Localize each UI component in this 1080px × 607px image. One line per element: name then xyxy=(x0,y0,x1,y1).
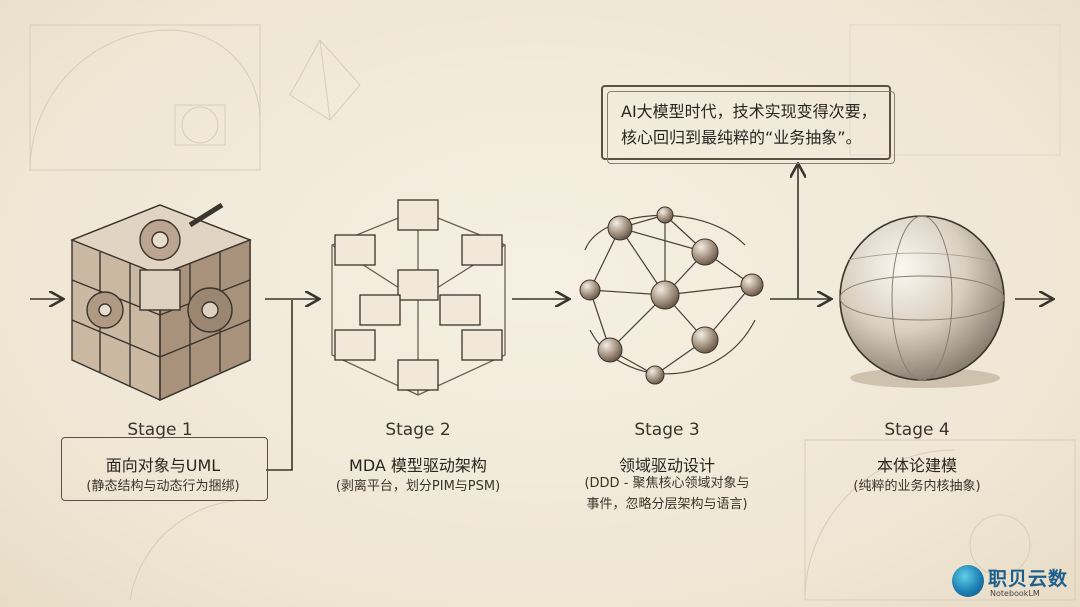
stage-3-subtitle-line-1: (DDD - 聚焦核心领域对象与 xyxy=(584,476,750,491)
callout-line-2: 核心回归到最纯粹的“业务抽象”。 xyxy=(621,128,862,147)
sphere-icon xyxy=(839,215,1005,388)
logo-text: 职贝云数 xyxy=(988,568,1069,590)
callout-line-1: AI大模型时代，技术实现变得次要， xyxy=(621,102,877,121)
stage-1-box xyxy=(61,437,268,501)
stage-2-title: MDA 模型驱动架构 xyxy=(349,456,487,475)
notebooklm-logo-icon xyxy=(952,565,984,597)
stage-3-title: 领域驱动设计 xyxy=(618,456,715,475)
stage-4-title: 本体论建模 xyxy=(876,456,957,475)
brand-logo: 职贝云数 NotebookLM xyxy=(952,563,1074,603)
stage-3-subtitle-line-2: 事件，忽略分层架构与语言) xyxy=(586,497,748,512)
callout-box: AI大模型时代，技术实现变得次要， 核心回归到最纯粹的“业务抽象”。 xyxy=(601,85,895,164)
arrow-box1-up xyxy=(266,300,293,471)
modular-cube-icon xyxy=(331,199,506,396)
gear-cube-icon xyxy=(70,202,252,402)
stage-1-title: 面向对象与UML xyxy=(105,456,221,475)
stage-3-label: Stage 3 xyxy=(634,420,700,440)
stage-1-label: Stage 1 xyxy=(127,420,193,440)
molecule-network-icon xyxy=(579,206,764,385)
stage-2-subtitle: (剥离平台，划分PIM与PSM) xyxy=(335,479,501,494)
logo-subtext: NotebookLM xyxy=(990,589,1040,598)
stage-4-subtitle: (纯粹的业务内核抽象) xyxy=(853,479,981,494)
stage-4-label: Stage 4 xyxy=(884,420,950,440)
stage-2-label: Stage 2 xyxy=(385,420,451,440)
background-sketch xyxy=(29,24,1076,601)
flow-arrows xyxy=(30,165,1052,471)
stage-1-subtitle: (静态结构与动态行为捆绑) xyxy=(86,479,240,494)
